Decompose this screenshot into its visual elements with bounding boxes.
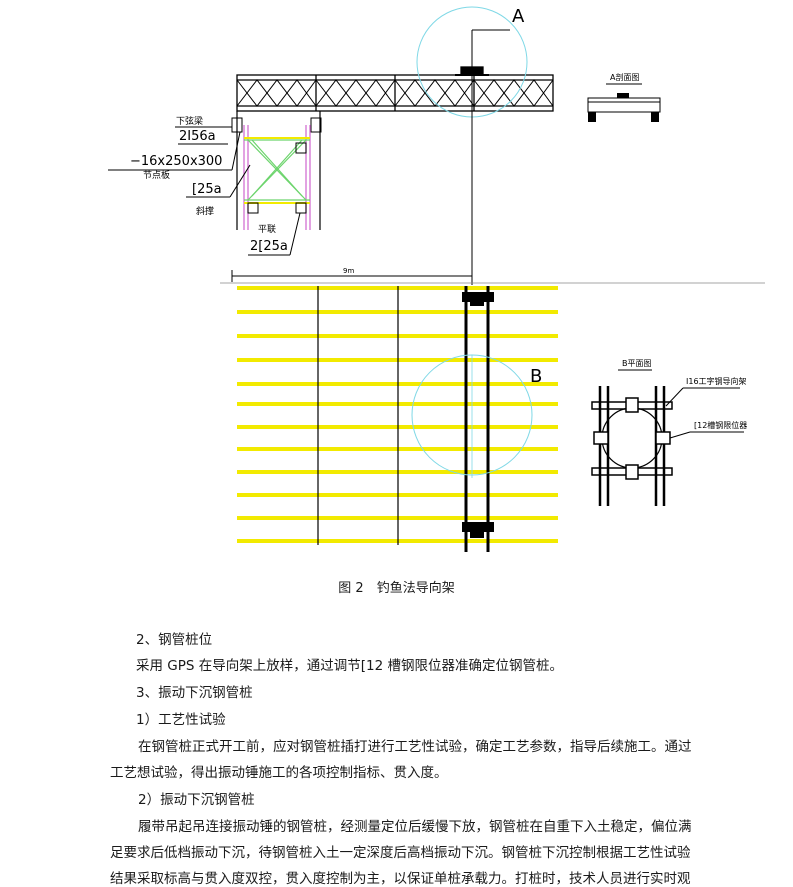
- svg-text:[12槽钢限位器: [12槽钢限位器: [694, 420, 747, 430]
- plan-view: B: [237, 286, 558, 552]
- figure-caption: 图 2 钓鱼法导向架: [338, 581, 455, 596]
- a-section-view: A剖面图: [587, 72, 661, 122]
- heading-sink-pile: 2）振动下沉钢管桩: [138, 792, 255, 808]
- label-a: A: [512, 6, 525, 27]
- engineering-figure: A 下弦梁 2I56a −16x250x300: [108, 6, 765, 552]
- heading-pile-position: 2、钢管桩位: [136, 632, 213, 648]
- svg-text:节点板: 节点板: [143, 169, 170, 181]
- paragraph-sink-line-3: 结果采取标高与贯入度双控，贯入度控制为主，以保证单桩承载力。打桩时，技术人员进行…: [110, 871, 691, 887]
- svg-text:I16工字钢导向架: I16工字钢导向架: [686, 376, 747, 386]
- svg-text:A剖面图: A剖面图: [610, 72, 639, 82]
- paragraph-pile-position: 采用 GPS 在导向架上放样，通过调节[12 槽钢限位器准确定位钢管桩。: [136, 658, 563, 674]
- svg-text:斜撑: 斜撑: [196, 205, 214, 217]
- paragraph-sink-line-1: 履带吊起吊连接振动锤的钢管桩，经测量定位后缓慢下放，钢管桩在自重下入土稳定，偏位…: [138, 819, 692, 835]
- heading-process-trial: 1）工艺性试验: [136, 712, 226, 728]
- svg-text:平联: 平联: [258, 224, 276, 235]
- support-tower: [231, 111, 322, 230]
- heading-vibration-sinking: 3、振动下沉钢管桩: [136, 685, 253, 701]
- svg-text:9m: 9m: [343, 267, 354, 275]
- label-b: B: [530, 366, 542, 387]
- paragraph-trial-line-2: 工艺想试验，得出振动锤施工的各项控制指标、贯入度。: [110, 765, 448, 781]
- svg-text:下弦梁: 下弦梁: [176, 115, 203, 127]
- dimension-9m: 9m: [231, 267, 472, 282]
- paragraph-sink-line-2: 足要求后低档振动下沉，待钢管桩入土一定深度后高档振动下沉。钢管桩下沉控制根据工艺…: [110, 845, 691, 861]
- svg-text:B平面图: B平面图: [622, 359, 652, 368]
- svg-text:2I56a: 2I56a: [179, 129, 216, 144]
- paragraph-trial-line-1: 在钢管桩正式开工前，应对钢管桩插打进行工艺性试验，确定工艺参数，指导后续施工。通…: [138, 739, 692, 755]
- svg-text:[25a: [25a: [192, 182, 222, 197]
- svg-text:−16x250x300: −16x250x300: [130, 154, 222, 169]
- tower-annotations: 下弦梁 2I56a −16x250x300 节点板 [25a 斜撑 平联 2[2…: [108, 115, 301, 256]
- truss-elevation: [236, 66, 554, 112]
- svg-text:2[25a: 2[25a: [250, 239, 288, 254]
- b-plan-view: B平面图 I16工字钢导向架 [12槽钢限位器: [591, 359, 747, 506]
